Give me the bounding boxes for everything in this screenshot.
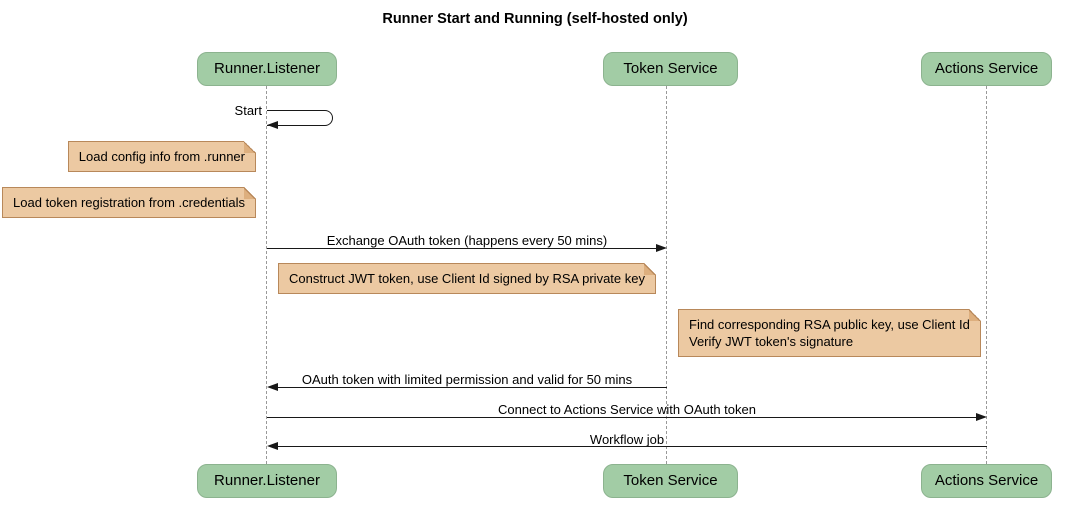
participant-runner-listener-bottom: Runner.Listener: [197, 464, 337, 498]
note-text: Construct JWT token, use Client Id signe…: [289, 271, 645, 286]
arrowhead-icon: [267, 442, 278, 450]
note-text: Load config info from .runner: [78, 149, 245, 164]
message-label-connect-actions: Connect to Actions Service with OAuth to…: [498, 402, 756, 417]
message-arrow-exchange-oauth: [267, 248, 661, 249]
participant-actions-service-top: Actions Service: [921, 52, 1052, 86]
note-load-config: Load config info from .runner: [67, 141, 256, 172]
diagram-title: Runner Start and Running (self-hosted on…: [382, 11, 688, 27]
self-message-arrow: [267, 110, 333, 126]
participant-actions-service-bottom: Actions Service: [921, 464, 1052, 498]
message-label-exchange-oauth: Exchange OAuth token (happens every 50 m…: [326, 233, 608, 248]
participant-token-service-bottom: Token Service: [603, 464, 738, 498]
note-construct-jwt: Construct JWT token, use Client Id signe…: [278, 263, 656, 294]
note-fold-corner-icon: [968, 309, 981, 321]
message-arrow-oauth-token-returned: [273, 387, 667, 388]
note-text: Verify JWT token's signature: [689, 334, 854, 349]
arrowhead-icon: [976, 413, 987, 421]
note-text: Load token registration from .credential…: [13, 195, 245, 210]
participant-token-service-top: Token Service: [603, 52, 738, 86]
note-fold-corner-icon: [643, 263, 656, 275]
note-verify-jwt: Find corresponding RSA public key, use C…: [678, 309, 981, 357]
arrowhead-icon: [656, 244, 667, 252]
note-text: Find corresponding RSA public key, use C…: [689, 317, 970, 332]
lifeline-token-service: [666, 86, 667, 464]
participant-runner-listener-top: Runner.Listener: [197, 52, 337, 86]
note-fold-corner-icon: [244, 187, 256, 199]
note-fold-corner-icon: [244, 141, 256, 153]
message-label-oauth-token-returned: OAuth token with limited permission and …: [301, 372, 633, 387]
arrowhead-icon: [267, 121, 278, 129]
arrowhead-icon: [267, 383, 278, 391]
lifeline-runner-listener: [266, 86, 267, 464]
message-label-start: Start: [234, 103, 262, 118]
note-load-token-registration: Load token registration from .credential…: [2, 187, 256, 218]
lifeline-actions-service: [986, 86, 987, 464]
message-arrow-connect-actions: [267, 417, 981, 418]
message-arrow-workflow-job: [273, 446, 987, 447]
message-label-workflow-job: Workflow job: [589, 432, 665, 447]
